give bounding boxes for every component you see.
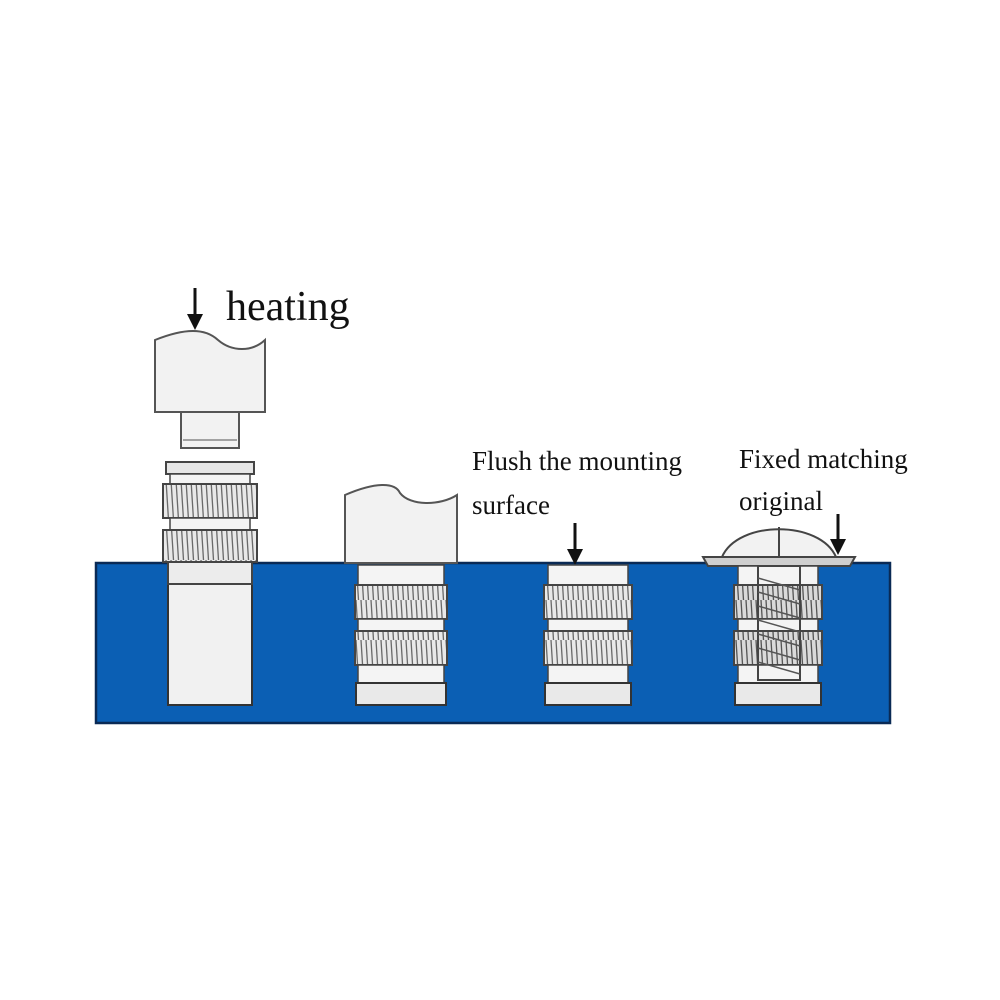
down-arrow-icon [187, 288, 203, 330]
mating-part [701, 556, 857, 567]
fixed-label-line1: Fixed matching [739, 444, 908, 474]
down-arrow-icon [830, 514, 846, 555]
flush-label-line1: Flush the mounting [472, 446, 683, 476]
fixed-label-line2: original [739, 486, 823, 516]
flush-label-line2: surface [472, 490, 550, 520]
mounting-hole [167, 564, 253, 706]
stage-fixed [701, 514, 857, 706]
heating-tool-tip [180, 411, 240, 449]
heating-label: heating [226, 284, 350, 330]
down-arrow-icon [567, 523, 583, 565]
heating-tool [344, 484, 458, 564]
stage-flush [543, 523, 633, 706]
stage-heating [154, 288, 266, 706]
threaded-insert [162, 461, 258, 585]
threaded-insert [543, 564, 633, 706]
heating-tool [154, 330, 266, 413]
screw-shank [757, 565, 801, 681]
stage-pressing [344, 484, 458, 706]
threaded-insert [354, 564, 448, 706]
threaded-insert [733, 565, 823, 706]
